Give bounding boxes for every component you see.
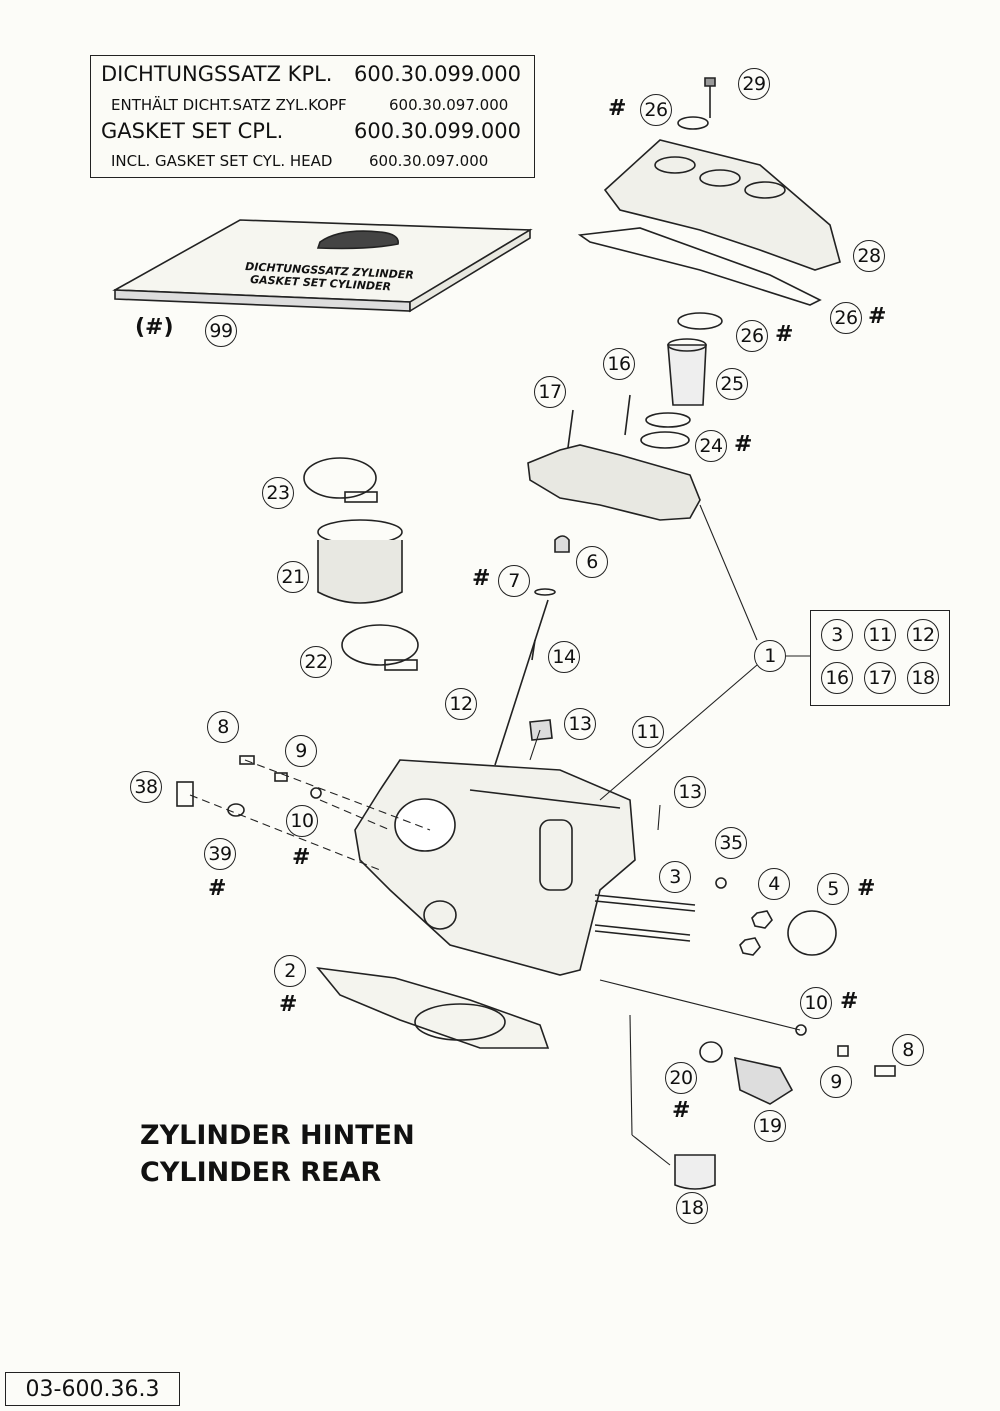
part-callout-1: 1 — [754, 640, 786, 672]
part-callout-35: 35 — [715, 827, 747, 859]
part-callout-9: 9 — [285, 735, 317, 767]
assembly-1-contents-box: 3 11 12 16 17 18 — [810, 610, 950, 706]
hash-mark: # — [840, 989, 859, 1014]
dashed-axes — [189, 759, 431, 871]
part-callout-12: 12 — [445, 688, 477, 720]
camshaft-bridge-assembly — [527, 312, 723, 521]
part-callout-18: 18 — [676, 1192, 708, 1224]
cylinder-head-body — [354, 759, 636, 976]
hash-mark: # — [857, 876, 876, 901]
part-callout-29: 29 — [738, 68, 770, 100]
part-callout-17: 17 — [534, 376, 566, 408]
part-callout-10: 10 — [286, 805, 318, 837]
drawing-code: 03-600.36.3 — [5, 1372, 180, 1406]
part-callout-9: 9 — [820, 1066, 852, 1098]
line1-number: 600.30.099.000 — [354, 62, 521, 86]
part-callout-25: 25 — [716, 368, 748, 400]
part-callout-16: 16 — [603, 348, 635, 380]
hash-mark: # — [279, 992, 298, 1017]
hash-mark: # — [672, 1098, 691, 1123]
part-callout-8: 8 — [207, 711, 239, 743]
studs — [594, 877, 837, 956]
line3-number: 600.30.099.000 — [354, 119, 521, 143]
part-callout-14: 14 — [548, 641, 580, 673]
legend-callout-16: 16 — [821, 662, 853, 694]
part-callout-26: 26 — [640, 94, 672, 126]
lower-fittings — [674, 1024, 896, 1190]
part-callout-10: 10 — [800, 987, 832, 1019]
line1-label: DICHTUNGSSATZ KPL. — [101, 62, 333, 86]
hash-mark: # — [292, 845, 311, 870]
part-callout-26: 26 — [736, 320, 768, 352]
line4-number: 600.30.097.000 — [369, 152, 489, 170]
caption-line2: CYLINDER REAR — [140, 1157, 382, 1188]
part-callout-4: 4 — [758, 868, 790, 900]
part-callout-39: 39 — [204, 838, 236, 870]
legend-callout-17: 17 — [864, 662, 896, 694]
gasket-set-info-box: DICHTUNGSSATZ KPL. 600.30.099.000 ENTHÄLT… — [90, 55, 535, 178]
part-callout-20: 20 — [665, 1062, 697, 1094]
legend-callout-3: 3 — [821, 619, 853, 651]
hash-mark: # — [868, 304, 887, 329]
part-callout-28: 28 — [853, 240, 885, 272]
part-callout-26: 26 — [830, 302, 862, 334]
hash-mark: # — [775, 322, 794, 347]
part-callout-11: 11 — [632, 716, 664, 748]
part-callout-21: 21 — [277, 561, 309, 593]
part-callout-6: 6 — [576, 546, 608, 578]
part-callout-99: 99 — [205, 315, 237, 347]
legend-callout-18: 18 — [907, 662, 939, 694]
line3-label: GASKET SET CPL. — [101, 119, 284, 143]
part-callout-13: 13 — [674, 776, 706, 808]
part-callout-19: 19 — [754, 1110, 786, 1142]
valve-cover-assembly — [577, 77, 841, 306]
part-callout-22: 22 — [300, 646, 332, 678]
head-gasket — [316, 966, 550, 1049]
line2-label: ENTHÄLT DICHT.SATZ ZYL.KOPF — [111, 96, 347, 114]
part-callout-3: 3 — [659, 861, 691, 893]
line4-label: INCL. GASKET SET CYL. HEAD — [111, 152, 333, 170]
part-callout-8: 8 — [892, 1034, 924, 1066]
gasket-kit-card — [112, 219, 533, 313]
valve-parts — [494, 535, 570, 766]
hash-mark: # — [472, 566, 491, 591]
part-callout-2: 2 — [274, 955, 306, 987]
hash-mark: # — [734, 432, 753, 457]
hash-mark: # — [208, 876, 227, 901]
line2-number: 600.30.097.000 — [389, 96, 509, 114]
hash-mark: # — [608, 96, 627, 121]
part-callout-13: 13 — [564, 708, 596, 740]
kit-label: (#) — [135, 315, 174, 340]
leader-lines — [529, 504, 810, 1166]
legend-callout-12: 12 — [907, 619, 939, 651]
caption-line1: ZYLINDER HINTEN — [140, 1120, 415, 1151]
part-callout-38: 38 — [130, 771, 162, 803]
intake-assembly — [303, 457, 419, 671]
part-callout-7: 7 — [498, 565, 530, 597]
legend-callout-11: 11 — [864, 619, 896, 651]
part-callout-24: 24 — [695, 430, 727, 462]
part-callout-5: 5 — [817, 873, 849, 905]
part-callout-23: 23 — [262, 477, 294, 509]
